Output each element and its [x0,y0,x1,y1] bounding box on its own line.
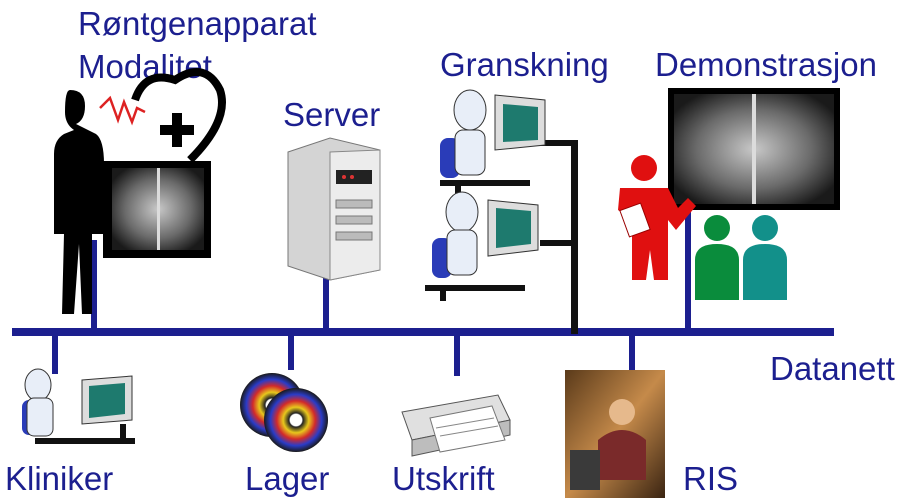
ris-label: RIS [683,460,739,497]
review-workstation-bottom [425,191,539,301]
network-label: Datanett [770,350,895,387]
demo-label: Demonstrasjon [655,46,877,83]
review-connectors [540,140,578,334]
server-icon [287,137,381,281]
review-workstation-top [440,89,546,216]
ris-photo [565,370,665,498]
storage-icon [240,373,328,452]
storage-label: Lager [245,460,330,497]
review-label: Granskning [440,46,609,83]
clinician-label: Kliniker [5,460,114,497]
network-line [12,200,834,376]
modality-subtitle: Modalitet [78,48,212,85]
demonstration-icon [618,88,840,300]
modality-title: Røntgenapparat [78,5,317,42]
printer-icon [401,394,511,457]
server-label: Server [283,96,381,133]
printout-label: Utskrift [392,460,495,497]
modality-icon [54,68,226,314]
clinician-icon [22,368,135,444]
